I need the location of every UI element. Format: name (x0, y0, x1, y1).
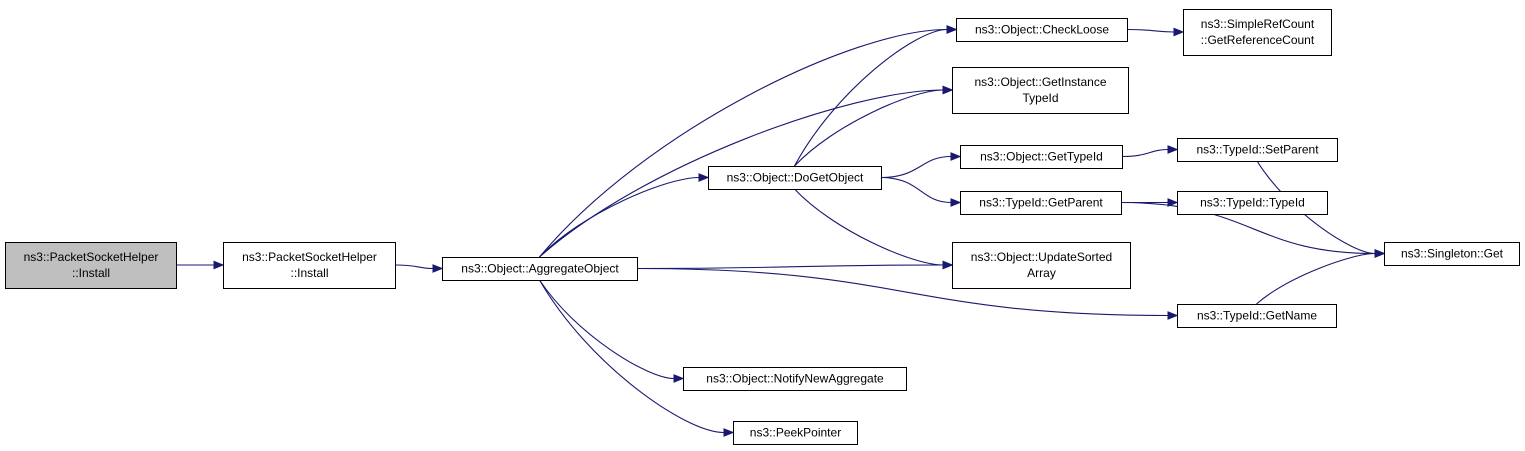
node-refcount-box (1183, 9, 1332, 56)
node-getparent-label-0: ns3::TypeId::GetParent (979, 196, 1103, 210)
node-aggregate[interactable]: ns3::Object::AggregateObject (442, 257, 638, 281)
arrowhead-getparent-to-typeid (1167, 198, 1179, 207)
node-singleton-label-0: ns3::Singleton::Get (1401, 247, 1504, 261)
edge-getparent-to-singleton (1120, 201, 1376, 255)
node-updatesorted-label-1: Array (1027, 266, 1056, 280)
node-checkloose-label-0: ns3::Object::CheckLoose (975, 23, 1109, 37)
node-peek[interactable]: ns3::PeekPointer (733, 421, 858, 445)
node-aggregate-label-0: ns3::Object::AggregateObject (461, 262, 619, 276)
node-updatesorted-label-0: ns3::Object::UpdateSorted (971, 250, 1112, 264)
edges-layer (175, 25, 1386, 437)
edge-checkloose-to-refcount (1126, 28, 1175, 33)
arrowhead-checkloose-to-refcount (1173, 27, 1185, 37)
node-aggregate-box (442, 257, 638, 281)
node-install-label-0: ns3::PacketSocketHelper (242, 250, 377, 264)
node-singleton[interactable]: ns3::Singleton::Get (1384, 242, 1520, 266)
edge-dogetobject-to-gettypeid (880, 155, 952, 179)
arrowhead-aggregate-to-dogetobject (698, 173, 710, 182)
arrowhead-getname-to-singleton (1374, 249, 1386, 258)
node-typeid-box (1177, 191, 1328, 215)
node-checkloose-box (956, 18, 1128, 42)
edge-aggregate-to-notify (539, 279, 675, 380)
node-getname-box (1177, 304, 1337, 328)
node-root-label-1: ::Install (72, 266, 110, 280)
node-getname[interactable]: ns3::TypeId::GetName (1177, 304, 1337, 328)
node-gettypeid-box (960, 145, 1123, 169)
arrowhead-dogetobject-to-getinstance (942, 85, 954, 95)
arrowhead-root-to-install (213, 260, 225, 270)
node-notify-box (683, 367, 907, 391)
arrowhead-dogetobject-to-getparent (950, 198, 962, 207)
node-root-box (5, 242, 177, 289)
node-refcount-label-1: ::GetReferenceCount (1201, 33, 1315, 47)
edge-dogetobject-to-getinstance (794, 89, 944, 167)
node-dogetobject-box (708, 166, 882, 190)
edge-aggregate-to-checkloose (539, 28, 948, 258)
node-typeid-label-0: ns3::TypeId::TypeId (1200, 196, 1305, 210)
arrowhead-aggregate-to-notify (673, 374, 685, 383)
node-checkloose[interactable]: ns3::Object::CheckLoose (956, 18, 1128, 42)
arrowhead-dogetobject-to-updatesorted (942, 260, 954, 270)
node-notify[interactable]: ns3::Object::NotifyNewAggregate (683, 367, 907, 391)
edge-dogetobject-to-updatesorted (794, 188, 944, 266)
node-getinstance-label-1: TypeId (1022, 91, 1058, 105)
edge-install-to-aggregate (394, 264, 434, 270)
edge-dogetobject-to-getparent (880, 176, 952, 204)
arrowhead-dogetobject-to-gettypeid (950, 152, 962, 161)
edge-aggregate-to-peek (539, 279, 725, 434)
arrowhead-aggregate-to-getname (1167, 311, 1179, 320)
node-getname-label-0: ns3::TypeId::GetName (1197, 309, 1317, 323)
edge-aggregate-to-updatesorted (636, 264, 944, 270)
node-root-label-0: ns3::PacketSocketHelper (24, 250, 159, 264)
arrowhead-aggregate-to-peek (723, 428, 735, 437)
edge-getname-to-singleton (1256, 252, 1376, 305)
node-setparent-label-0: ns3::TypeId::SetParent (1196, 143, 1319, 157)
edge-setparent-to-singleton (1256, 160, 1376, 255)
node-getinstance-box (952, 67, 1129, 114)
node-typeid[interactable]: ns3::TypeId::TypeId (1177, 191, 1328, 215)
node-gettypeid[interactable]: ns3::Object::GetTypeId (960, 145, 1123, 169)
node-getparent-box (960, 191, 1122, 215)
edge-gettypeid-to-setparent (1121, 148, 1169, 158)
node-setparent-box (1177, 138, 1338, 162)
node-setparent[interactable]: ns3::TypeId::SetParent (1177, 138, 1338, 162)
arrowhead-install-to-aggregate (432, 264, 444, 273)
node-install-label-1: ::Install (290, 266, 328, 280)
nodes-layer: ns3::PacketSocketHelper::Installns3::Pac… (5, 9, 1520, 445)
node-dogetobject[interactable]: ns3::Object::DoGetObject (708, 166, 882, 190)
node-dogetobject-label-0: ns3::Object::DoGetObject (727, 171, 864, 185)
edge-dogetobject-to-checkloose (794, 28, 948, 167)
node-getinstance-label-0: ns3::Object::GetInstance (974, 75, 1106, 89)
node-singleton-box (1384, 242, 1520, 266)
node-install[interactable]: ns3::PacketSocketHelper::Install (223, 242, 396, 289)
node-updatesorted-box (952, 242, 1131, 289)
node-peek-box (733, 421, 858, 445)
edge-aggregate-to-getname (636, 267, 1169, 317)
edge-aggregate-to-dogetobject (539, 176, 700, 258)
node-peek-label-0: ns3::PeekPointer (750, 426, 841, 440)
node-root[interactable]: ns3::PacketSocketHelper::Install (5, 242, 177, 289)
arrowhead-gettypeid-to-setparent (1167, 145, 1179, 154)
node-refcount-label-0: ns3::SimpleRefCount (1201, 17, 1315, 31)
node-getparent[interactable]: ns3::TypeId::GetParent (960, 191, 1122, 215)
node-refcount[interactable]: ns3::SimpleRefCount::GetReferenceCount (1183, 9, 1332, 56)
node-gettypeid-label-0: ns3::Object::GetTypeId (980, 150, 1103, 164)
node-notify-label-0: ns3::Object::NotifyNewAggregate (706, 372, 884, 386)
arrowhead-dogetobject-to-checkloose (946, 25, 958, 34)
node-install-box (223, 242, 396, 289)
